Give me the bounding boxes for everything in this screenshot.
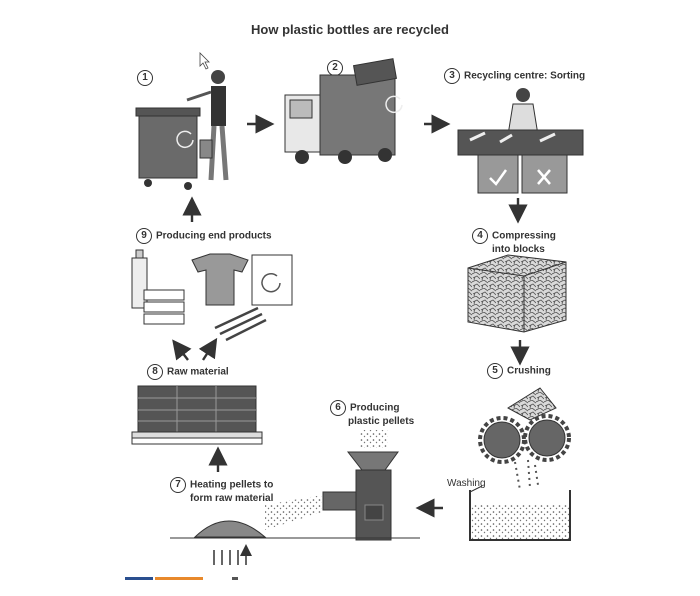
step-3-illustration [457,88,584,194]
step-7-number: 7 [170,477,186,493]
check-mark-icon [489,169,508,186]
step-5-text: Crushing [507,365,551,377]
arrow-8-to-9-left [172,339,192,361]
step-6-label: 6 Producing plastic pellets [330,400,414,427]
step-2-illustration [284,58,403,164]
step-3-label: 3 Recycling centre: Sorting [444,68,585,84]
diagram-title: How plastic bottles are recycled [251,22,449,37]
footer-bar-blue [125,577,153,580]
step-7-text: Heating pellets to [190,479,274,491]
step-5-label: 5 Crushing [487,363,551,379]
step-9-illustration [131,249,293,342]
cross-mark-icon [537,169,551,185]
step-4-text-line2: into blocks [492,244,545,255]
footer-dash [232,577,238,580]
arrow-8-to-9-right [198,337,218,361]
step-4-text: Compressing [492,230,556,242]
step-4-label: 4 Compressing into blocks [472,228,556,255]
step-1-label: 1 [137,70,157,86]
step-6-number: 6 [330,400,346,416]
step-7-text-line2: form raw material [190,493,274,504]
step-8-text: Raw material [167,366,229,378]
step-5-illustration [469,387,571,541]
step-3-number: 3 [444,68,460,84]
step-5-number: 5 [487,363,503,379]
step-8-illustration [131,385,263,445]
step-6-illustration [322,430,399,541]
footer-bar-orange [155,577,203,580]
step-4-illustration [467,254,567,333]
step-7-label: 7 Heating pellets to form raw material [170,477,273,504]
step-6-text-line2: plastic pellets [348,416,415,427]
washing-label: Washing [447,478,486,489]
step-7-illustration [170,495,420,565]
step-6-text: Producing [350,402,400,414]
step-9-number: 9 [136,228,152,244]
step-9-text: Producing end products [156,230,272,242]
mouse-cursor-icon [199,52,210,70]
step-8-label: 8 Raw material [147,364,229,380]
step-1-number: 1 [137,70,153,86]
step-9-label: 9 Producing end products [136,228,272,244]
step-4-number: 4 [472,228,488,244]
step-3-text: Recycling centre: Sorting [464,70,586,82]
step-8-number: 8 [147,364,163,380]
step-1-illustration [135,70,229,190]
